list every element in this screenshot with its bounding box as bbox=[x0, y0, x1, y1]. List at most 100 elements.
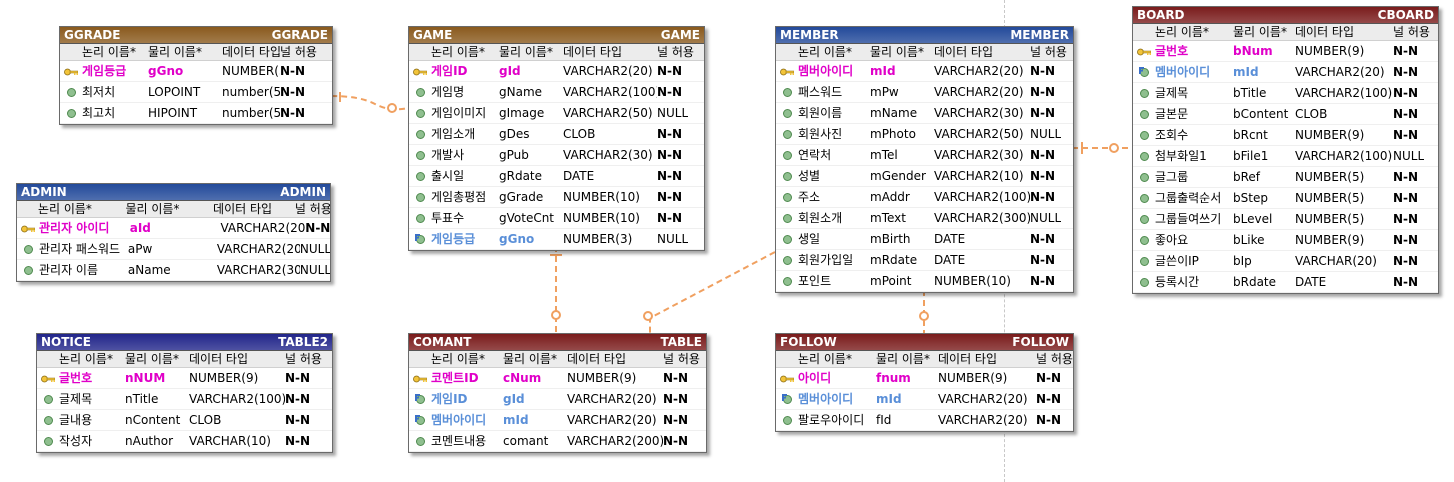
null-allowed: NULL bbox=[1030, 211, 1062, 225]
optional-marker bbox=[643, 311, 653, 321]
col-header-physical: 물리 이름* bbox=[125, 352, 179, 366]
physical-name: mRdate bbox=[870, 253, 918, 267]
logical-name: 게임등급 bbox=[431, 232, 476, 246]
data-type: NUMBER(9) bbox=[1295, 44, 1365, 58]
col-header-null: 널 허용 bbox=[280, 45, 317, 59]
data-type: NUMBER(5) bbox=[1295, 170, 1365, 184]
data-type: VARCHAR2(20) bbox=[938, 392, 1028, 406]
column-dot-icon bbox=[409, 166, 431, 186]
logical-name: 게임명 bbox=[431, 85, 465, 99]
logical-name: 최저치 bbox=[82, 85, 116, 99]
physical-name: aName bbox=[127, 263, 171, 277]
logical-name: 등록시간 bbox=[1155, 275, 1200, 289]
logical-name: 주소 bbox=[798, 190, 821, 204]
column-dot-icon bbox=[409, 145, 431, 165]
data-type: NUMBER(10) bbox=[563, 190, 640, 204]
col-header-type: 데이터 타입 bbox=[567, 352, 627, 366]
column-dot-icon bbox=[1133, 146, 1155, 166]
null-allowed: NULL bbox=[657, 232, 689, 246]
column-dot-icon bbox=[60, 103, 82, 123]
data-type: number(5) bbox=[222, 85, 280, 99]
physical-name: mGender bbox=[870, 169, 926, 183]
col-header-null: 널 허용 bbox=[1393, 25, 1430, 39]
null-allowed: N-N bbox=[285, 371, 311, 385]
physical-name: mPoint bbox=[870, 274, 912, 288]
null-allowed: N-N bbox=[285, 413, 311, 427]
foreign-key-icon bbox=[1133, 62, 1155, 82]
col-header-logical: 논리 이름* bbox=[1155, 25, 1209, 39]
logical-name: 게임이미지 bbox=[431, 106, 487, 120]
physical-name: nContent bbox=[125, 413, 181, 427]
physical-name: bFile1 bbox=[1233, 149, 1269, 163]
data-type: NUMBER(10) bbox=[934, 274, 1011, 288]
